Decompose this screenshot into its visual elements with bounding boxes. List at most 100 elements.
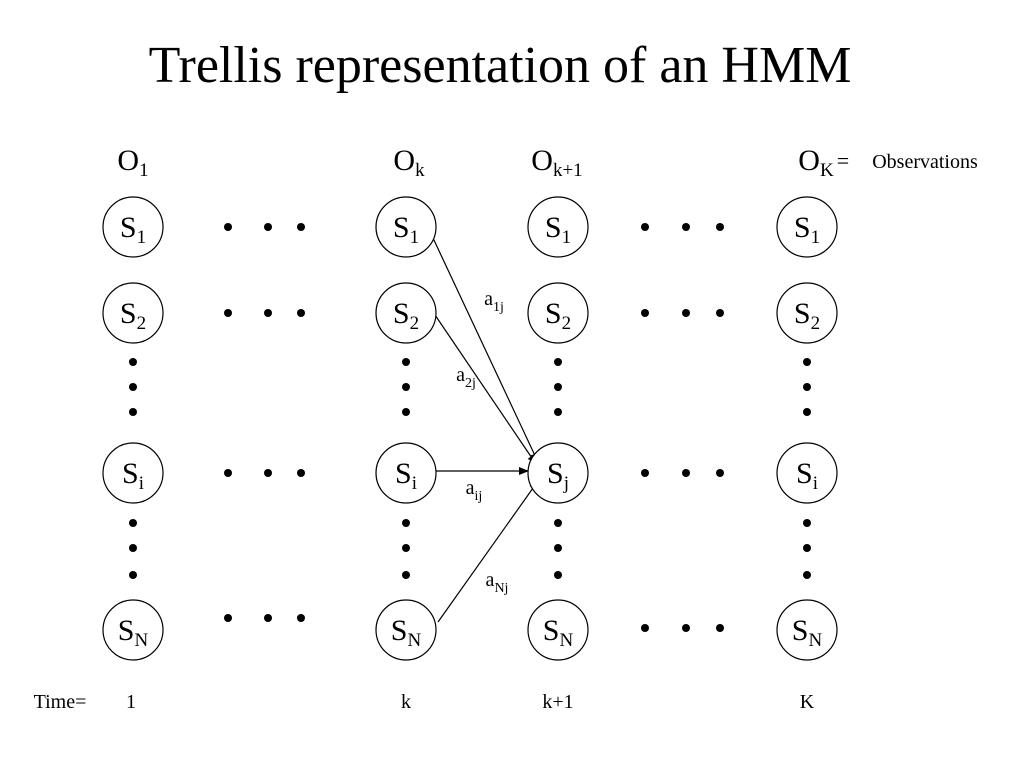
state-col-K-s2: S2 bbox=[794, 297, 820, 334]
state-col-1-si-subscript: i bbox=[139, 473, 144, 494]
vertical-ellipsis-dot bbox=[803, 519, 811, 527]
vertical-ellipsis-dot bbox=[402, 383, 410, 391]
observation-k-plus-1-base: O bbox=[531, 144, 553, 177]
horizontal-ellipsis-dot bbox=[264, 223, 272, 231]
horizontal-ellipsis-dot bbox=[682, 309, 690, 317]
state-col-K-sn: SN bbox=[792, 614, 823, 651]
observation-1-base: O bbox=[117, 144, 139, 177]
vertical-ellipsis-dot bbox=[129, 519, 137, 527]
horizontal-ellipsis-dot bbox=[264, 469, 272, 477]
state-col-k-plus-1-s1-subscript: 1 bbox=[562, 227, 572, 248]
label-aNj-base: a bbox=[486, 569, 495, 591]
state-col-1-s1-base: S bbox=[120, 211, 137, 244]
observation-1: O1 bbox=[117, 144, 148, 181]
horizontal-ellipsis-dot bbox=[716, 469, 724, 477]
state-col-K-s2-base: S bbox=[794, 297, 811, 330]
horizontal-ellipsis-dot bbox=[716, 223, 724, 231]
state-col-1-sn-subscript: N bbox=[134, 630, 148, 651]
label-aij: aij bbox=[466, 477, 483, 504]
time-label: Time= bbox=[34, 691, 87, 713]
state-col-1-s2: S2 bbox=[120, 297, 146, 334]
label-aij-subscript: ij bbox=[475, 489, 483, 504]
state-col-k-sn-base: S bbox=[391, 614, 408, 647]
arrow-aNj bbox=[437, 480, 539, 623]
state-col-k-s2: S2 bbox=[393, 297, 419, 334]
state-col-k-plus-1-sn-base: S bbox=[543, 614, 560, 647]
state-col-k-plus-1-sn-subscript: N bbox=[559, 630, 573, 651]
state-col-k-s1: S1 bbox=[393, 211, 419, 248]
arrow-a2j bbox=[432, 311, 537, 465]
observation-K-base: O bbox=[798, 144, 820, 177]
state-col-k-plus-1-s2-base: S bbox=[545, 297, 562, 330]
state-col-k-si: Si bbox=[395, 457, 417, 494]
state-col-k-plus-1-sn: SN bbox=[543, 614, 574, 651]
time-1: 1 bbox=[126, 691, 136, 713]
horizontal-ellipsis-dot bbox=[682, 624, 690, 632]
label-a2j: a2j bbox=[456, 364, 476, 391]
vertical-ellipsis-dot bbox=[554, 358, 562, 366]
vertical-ellipsis-dot bbox=[554, 408, 562, 416]
state-col-k-plus-1-sj-base: S bbox=[547, 457, 564, 490]
horizontal-ellipsis-dot bbox=[224, 614, 232, 622]
state-node-circle bbox=[776, 599, 838, 661]
vertical-ellipsis-dot bbox=[402, 519, 410, 527]
state-col-K-s1: S1 bbox=[794, 211, 820, 248]
label-aij-base: a bbox=[466, 477, 475, 499]
state-node-circle bbox=[375, 196, 437, 258]
vertical-ellipsis-dot bbox=[803, 358, 811, 366]
label-a1j-subscript: 1j bbox=[493, 300, 504, 315]
label-a2j-subscript: 2j bbox=[465, 376, 476, 391]
state-col-K-s1-base: S bbox=[794, 211, 811, 244]
state-node-circle bbox=[375, 282, 437, 344]
state-node-circle bbox=[102, 442, 164, 504]
horizontal-ellipsis-dot bbox=[224, 223, 232, 231]
horizontal-ellipsis-dot bbox=[716, 309, 724, 317]
label-aNj-subscript: Nj bbox=[494, 581, 508, 596]
vertical-ellipsis-dot bbox=[554, 383, 562, 391]
observation-k-subscript: k bbox=[415, 160, 425, 181]
state-col-k-plus-1-s2-subscript: 2 bbox=[562, 313, 572, 334]
observations-label: Observations bbox=[872, 151, 978, 173]
horizontal-ellipsis-dot bbox=[682, 223, 690, 231]
horizontal-ellipsis-dot bbox=[641, 469, 649, 477]
horizontal-ellipsis-dot bbox=[716, 624, 724, 632]
state-node-circle bbox=[102, 282, 164, 344]
vertical-ellipsis-dot bbox=[129, 408, 137, 416]
horizontal-ellipsis-dot bbox=[264, 614, 272, 622]
state-node-circle bbox=[776, 196, 838, 258]
state-col-1-s2-subscript: 2 bbox=[137, 313, 147, 334]
horizontal-ellipsis-dot bbox=[297, 469, 305, 477]
state-col-1-sn-base: S bbox=[118, 614, 135, 647]
vertical-ellipsis-dot bbox=[402, 358, 410, 366]
state-col-k-sn: SN bbox=[391, 614, 422, 651]
vertical-ellipsis-dot bbox=[803, 383, 811, 391]
vertical-ellipsis-dot bbox=[402, 571, 410, 579]
horizontal-ellipsis-dot bbox=[224, 469, 232, 477]
state-col-1-s1-subscript: 1 bbox=[137, 227, 147, 248]
label-a2j-base: a bbox=[456, 364, 465, 386]
state-col-1-s2-base: S bbox=[120, 297, 137, 330]
horizontal-ellipsis-dot bbox=[297, 223, 305, 231]
state-col-1-si-base: S bbox=[122, 457, 139, 490]
state-col-k-sn-subscript: N bbox=[407, 630, 421, 651]
state-node-circle bbox=[527, 282, 589, 344]
state-col-k-s1-subscript: 1 bbox=[410, 227, 420, 248]
state-node-circle bbox=[776, 282, 838, 344]
state-col-k-s1-base: S bbox=[393, 211, 410, 244]
arrow-a1j bbox=[432, 237, 539, 463]
state-node-circle bbox=[527, 442, 589, 504]
state-col-k-s2-base: S bbox=[393, 297, 410, 330]
observations-equals: = bbox=[837, 148, 849, 173]
vertical-ellipsis-dot bbox=[129, 383, 137, 391]
state-col-k-s2-subscript: 2 bbox=[410, 313, 420, 334]
horizontal-ellipsis-dot bbox=[224, 309, 232, 317]
observation-k-base: O bbox=[393, 144, 415, 177]
state-col-K-si-base: S bbox=[796, 457, 813, 490]
vertical-ellipsis-dot bbox=[554, 544, 562, 552]
time-k: k bbox=[401, 691, 411, 713]
observation-K: OK bbox=[798, 144, 834, 181]
time-k-plus-1: k+1 bbox=[542, 691, 573, 713]
time-K: K bbox=[800, 691, 815, 713]
state-col-k-plus-1-sj: Sj bbox=[547, 457, 569, 494]
observation-1-subscript: 1 bbox=[139, 160, 149, 181]
